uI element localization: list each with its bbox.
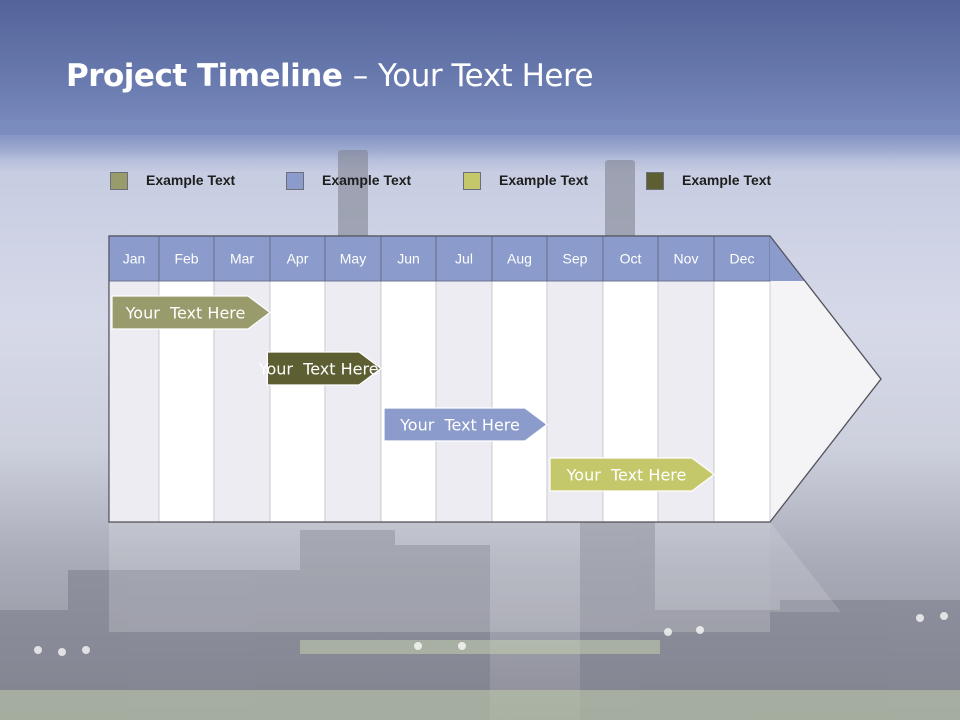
task-label: Your Text Here [566, 466, 687, 485]
month-label: Oct [620, 251, 642, 267]
month-label: Dec [730, 251, 755, 267]
month-column [435, 280, 493, 523]
month-header-cell [213, 235, 271, 282]
month-header-cell [491, 235, 548, 282]
month-header-cell [269, 235, 326, 282]
legend-swatch [110, 172, 128, 190]
month-label: Apr [287, 251, 309, 267]
task-bar [266, 351, 382, 386]
legend-label: Example Text [499, 172, 589, 188]
month-header-cell [158, 235, 215, 282]
month-label: Sep [563, 251, 588, 267]
month-column [713, 280, 771, 523]
title-subtitle: Your Text Here [377, 58, 594, 94]
task-bar [549, 457, 715, 492]
month-label: Jan [123, 251, 146, 267]
title-fade [0, 120, 960, 160]
task-label: Your Text Here [399, 416, 520, 435]
month-column [380, 280, 437, 523]
month-column [491, 280, 548, 523]
arrow-reflection [770, 522, 841, 612]
legend-swatch [646, 172, 664, 190]
month-label: Feb [174, 251, 198, 267]
month-column [324, 280, 382, 523]
legend-swatch [463, 172, 481, 190]
month-label: Jun [397, 251, 420, 267]
month-label: Mar [230, 251, 254, 267]
legend-label: Example Text [146, 172, 236, 188]
month-label: Nov [674, 251, 699, 267]
month-column [269, 280, 326, 523]
task-bar [383, 407, 548, 442]
task-label: Your Text Here [125, 304, 246, 323]
page-title: Project Timeline – Your Text Here [66, 58, 594, 94]
chart-reflection [109, 522, 770, 632]
timeline-arrow-outline [108, 235, 882, 523]
legend-label: Example Text [322, 172, 412, 188]
title-band [0, 0, 960, 135]
legend-label: Example Text [682, 172, 772, 188]
month-label: Aug [507, 251, 532, 267]
month-header-cell [657, 235, 715, 282]
month-header-cell [380, 235, 437, 282]
task-bar [111, 295, 271, 330]
month-label: Jul [455, 251, 473, 267]
month-label: May [340, 251, 366, 267]
task-label: Your Text Here [258, 360, 379, 379]
title-separator: – [352, 58, 369, 94]
title-main: Project Timeline [66, 58, 343, 94]
legend-swatch [286, 172, 304, 190]
month-header-cell [435, 235, 493, 282]
month-header-cell [324, 235, 382, 282]
